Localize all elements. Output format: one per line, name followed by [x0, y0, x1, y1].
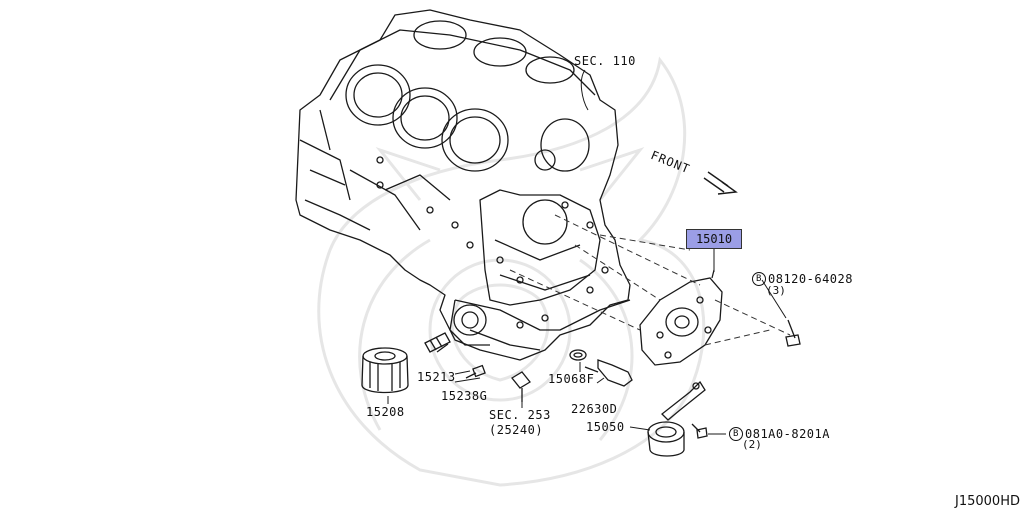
- washer: [569, 349, 587, 361]
- bolt-code: 081A0-8201A: [745, 427, 830, 441]
- oil-strainer: [647, 380, 706, 457]
- part-22630d-label[interactable]: 22630D: [571, 402, 618, 416]
- oil-pump: [639, 269, 723, 366]
- sec-253-sub-label: (25240): [489, 423, 544, 437]
- sec-253-label[interactable]: SEC. 253: [489, 408, 551, 422]
- part-15238g-label[interactable]: 15238G: [441, 389, 488, 403]
- bolt-qty-lower: (2): [742, 438, 762, 451]
- strainer-bolt: [691, 423, 708, 439]
- part-15208-label[interactable]: 15208: [366, 405, 405, 419]
- front-arrow-icon: [703, 171, 738, 195]
- bolt-b-icon: B: [752, 272, 766, 286]
- bolt-qty-upper: (3): [766, 284, 786, 297]
- section-label: SEC. 110: [574, 54, 636, 68]
- drain-plug: [465, 364, 486, 379]
- leader-lines: [387, 69, 787, 435]
- bolt-code: 08120-64028: [768, 272, 853, 286]
- pump-bolt: [785, 319, 801, 347]
- bolt-label-upper[interactable]: B 08120-64028: [752, 272, 853, 286]
- oil-sensor: [584, 359, 633, 387]
- engine-block: [295, 9, 631, 361]
- part-15068f-label[interactable]: 15068F: [548, 372, 595, 386]
- bolt-b-icon: B: [729, 427, 743, 441]
- part-15010-highlight[interactable]: 15010: [686, 229, 742, 249]
- bolt-label-lower[interactable]: B 081A0-8201A: [729, 427, 830, 441]
- drawing-id: J15000HD: [955, 494, 1020, 509]
- part-15213-label[interactable]: 15213: [417, 370, 456, 384]
- part-15050-label[interactable]: 15050: [586, 420, 625, 434]
- assembly-guide-lines: [509, 214, 791, 346]
- filter-connector: [424, 332, 451, 353]
- pressure-switch: [511, 371, 531, 402]
- oil-filter: [361, 347, 409, 394]
- part-15010-label: 15010: [695, 232, 733, 246]
